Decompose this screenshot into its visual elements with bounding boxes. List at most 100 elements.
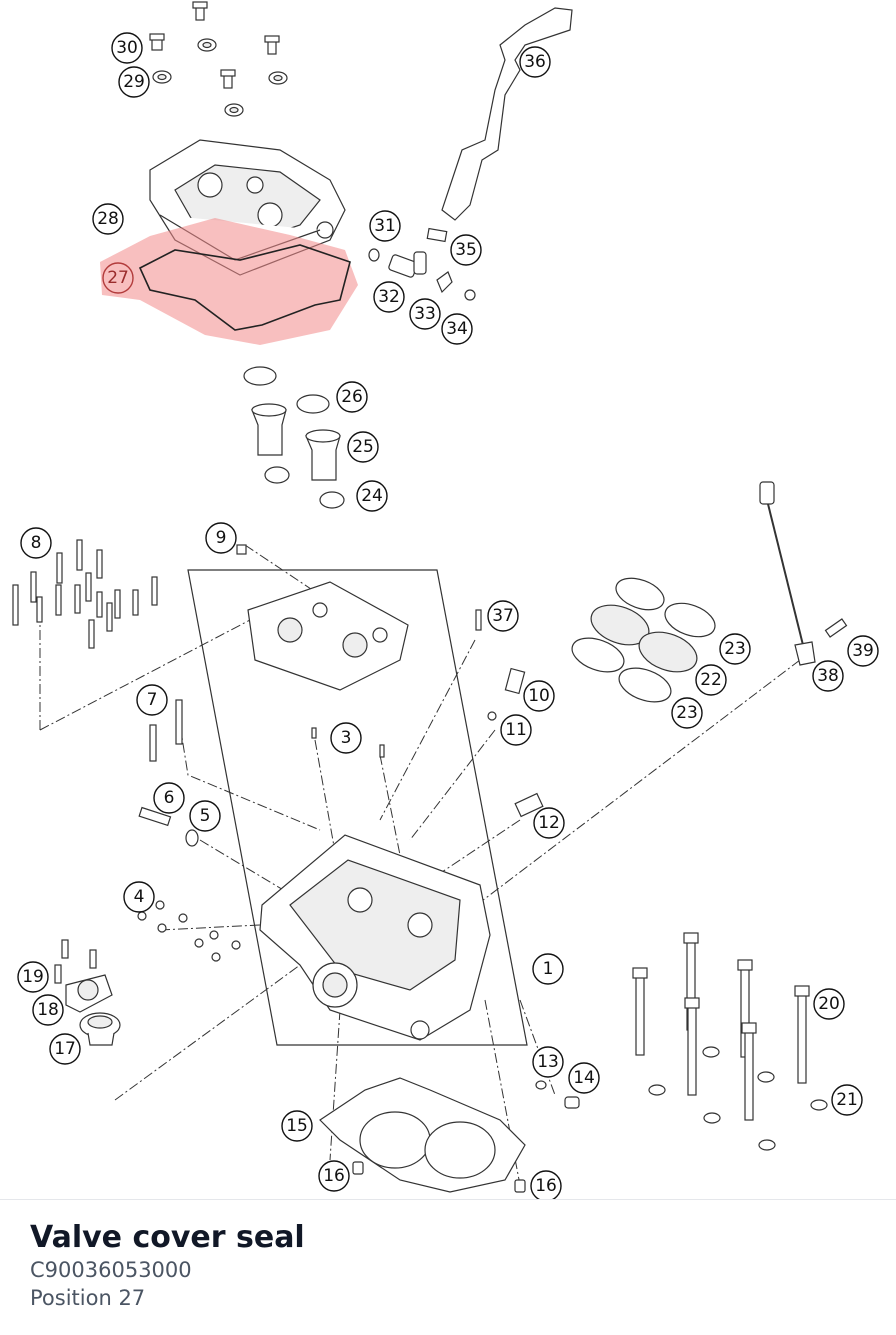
bolts-7 [149,724,157,762]
svg-text:30: 30 [116,38,138,58]
callout-17[interactable]: 17 [49,1033,81,1065]
callout-7[interactable]: 7 [136,684,168,716]
callout-9[interactable]: 9 [205,522,237,554]
callout-5[interactable]: 5 [189,800,221,832]
head-gasket[interactable] [319,1077,526,1193]
svg-text:32: 32 [378,287,400,307]
thermostat[interactable] [79,1012,121,1046]
callout-12[interactable]: 12 [533,807,565,839]
pin-3 [311,727,317,739]
svg-text:31: 31 [374,216,396,236]
callout-35[interactable]: 35 [450,234,482,266]
svg-text:13: 13 [537,1052,559,1072]
callout-6[interactable]: 6 [153,782,185,814]
svg-text:25: 25 [352,437,374,457]
svg-text:35: 35 [455,240,477,260]
callout-34[interactable]: 34 [441,313,473,345]
svg-text:23: 23 [724,639,746,659]
diagram-canvas: 1 3 4 5 6 7 8 9 10 11 12 13 14 15 16 16 … [12,1,879,1200]
retaining-bracket [436,271,453,294]
callout-29[interactable]: 29 [118,66,150,98]
svg-text:20: 20 [818,994,840,1014]
callout-23b[interactable]: 23 [671,697,703,729]
svg-text:37: 37 [492,606,514,626]
svg-text:16: 16 [535,1176,557,1196]
head-bolts-20 [632,932,810,1121]
callout-22[interactable]: 22 [695,664,727,696]
callout-14[interactable]: 14 [568,1062,600,1094]
svg-text:24: 24 [361,486,383,506]
svg-text:27: 27 [107,268,129,288]
knock-sensor[interactable] [759,481,816,666]
screw-37 [475,609,482,631]
seal-ring-11 [487,711,497,721]
callout-39[interactable]: 39 [847,635,879,667]
callout-20[interactable]: 20 [813,988,845,1020]
spark-plug-shaft[interactable] [251,403,341,481]
svg-text:26: 26 [341,387,363,407]
washers-21 [648,1046,828,1151]
part-info-panel: Valve cover seal C90036053000 Position 2… [0,1199,896,1335]
svg-text:39: 39 [852,641,874,661]
callout-30[interactable]: 30 [111,32,143,64]
callout-23a[interactable]: 23 [719,633,751,665]
nuts-4 [137,900,241,962]
screw-39 [824,618,848,638]
breather-hose[interactable] [441,7,573,221]
thermostat-housing[interactable] [54,939,113,1013]
svg-text:7: 7 [147,690,158,710]
svg-text:22: 22 [700,670,722,690]
callout-18[interactable]: 18 [32,994,64,1026]
svg-text:17: 17 [54,1039,76,1059]
spark-plug-seal[interactable] [243,366,330,414]
cover-screw [149,1,280,89]
callout-19[interactable]: 19 [17,961,49,993]
callout-21[interactable]: 21 [831,1084,863,1116]
callout-11[interactable]: 11 [500,714,532,746]
callout-1[interactable]: 1 [532,953,564,985]
callout-10[interactable]: 10 [523,680,555,712]
callout-15[interactable]: 15 [281,1110,313,1142]
callout-24[interactable]: 24 [356,480,388,512]
seal-13 [535,1080,547,1090]
plug-9 [236,544,247,555]
svg-text:18: 18 [37,1000,59,1020]
callout-32[interactable]: 32 [373,281,405,313]
head-bolts-8 [12,539,158,649]
callout-25[interactable]: 25 [347,431,379,463]
svg-text:23: 23 [676,703,698,723]
callout-8[interactable]: 8 [20,527,52,559]
callout-13[interactable]: 13 [532,1046,564,1078]
breather-fitting[interactable] [388,251,427,278]
callout-16b[interactable]: 16 [530,1170,562,1200]
part-number: C90036053000 [30,1258,192,1282]
callout-4[interactable]: 4 [123,881,155,913]
callout-37[interactable]: 37 [487,600,519,632]
sensor-10 [504,667,526,695]
svg-text:5: 5 [200,806,211,826]
svg-text:19: 19 [22,967,44,987]
callout-33[interactable]: 33 [409,298,441,330]
svg-text:12: 12 [538,813,560,833]
intake-flange[interactable] [567,572,719,708]
callout-26[interactable]: 26 [336,381,368,413]
svg-text:6: 6 [164,788,175,808]
seal-5 [185,829,199,847]
cylinder-head[interactable] [259,834,491,1041]
callout-28[interactable]: 28 [92,203,124,235]
callout-36[interactable]: 36 [519,46,551,78]
shaft-o-ring [264,466,345,509]
camshaft-carrier[interactable] [247,581,409,691]
callout-3[interactable]: 3 [330,722,362,754]
svg-text:21: 21 [836,1090,858,1110]
svg-text:34: 34 [446,319,468,339]
callout-38[interactable]: 38 [812,660,844,692]
cylinder-head-assembly [12,481,848,1193]
valve-cover-seal-highlight[interactable] [100,218,358,345]
callout-31[interactable]: 31 [369,210,401,242]
callout-16a[interactable]: 16 [318,1160,350,1192]
svg-text:16: 16 [323,1166,345,1186]
cover-washer [152,38,288,117]
bracket-screw [464,289,476,301]
callout-27[interactable]: 27 [102,262,134,294]
